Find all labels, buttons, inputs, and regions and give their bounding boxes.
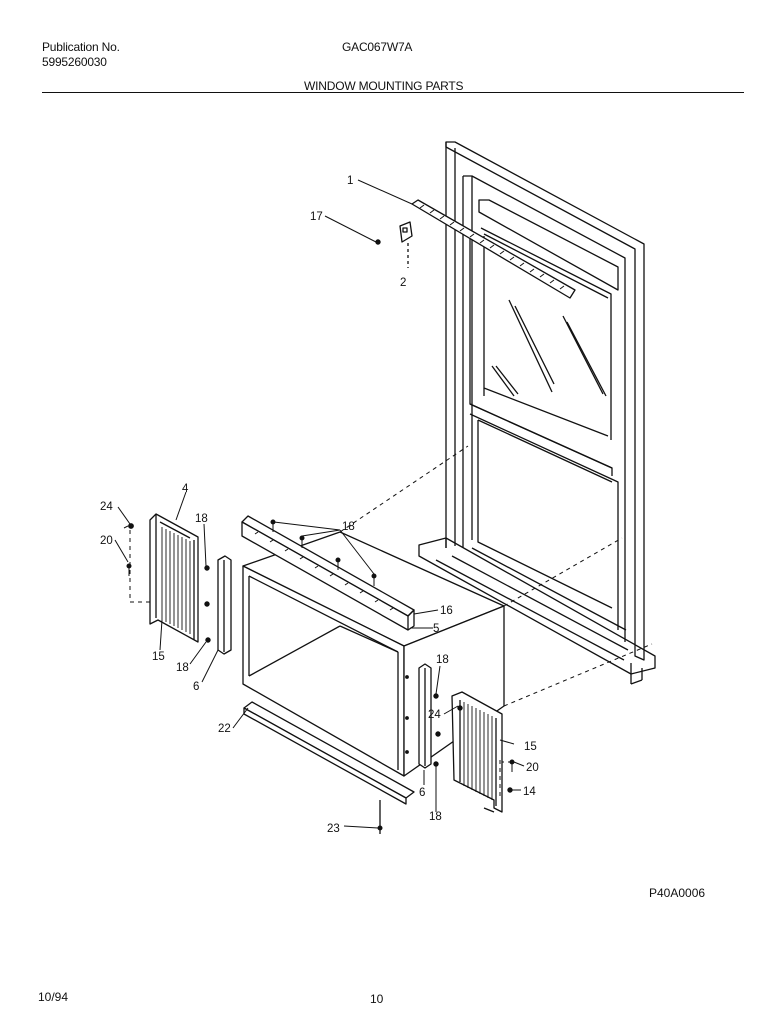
screws: [123, 239, 515, 831]
right-side-curtain: [451, 691, 503, 813]
top-channel-part-16: [241, 515, 415, 631]
callout-18-lower-left: 18: [176, 662, 189, 674]
window-frame: [418, 141, 656, 685]
top-rail-part-1: [411, 199, 576, 299]
callout-24-right: 24: [428, 709, 441, 721]
publication-number: 5995260030: [42, 55, 107, 69]
left-support-bar-part-6: [217, 555, 232, 655]
callout-20-right: 20: [526, 762, 539, 774]
callout-14: 14: [523, 786, 536, 798]
mounting-bracket-part-2: [399, 221, 413, 268]
callout-2: 2: [400, 277, 406, 289]
callout-18-upper-left: 18: [195, 513, 208, 525]
section-title: WINDOW MOUNTING PARTS: [304, 79, 464, 93]
header-rule: [42, 92, 744, 93]
callout-18-top: 18: [342, 521, 355, 533]
footer-page-number: 10: [370, 992, 384, 1006]
callout-23: 23: [327, 823, 340, 835]
callout-17: 17: [310, 211, 323, 223]
callout-6-left: 6: [193, 681, 199, 693]
callout-1: 1: [347, 175, 353, 187]
callout-18-right: 18: [436, 654, 449, 666]
callout-24-left: 24: [100, 501, 113, 513]
callout-4: 4: [182, 483, 189, 495]
right-support-bar-part-6: [418, 663, 432, 769]
callout-16: 16: [440, 605, 453, 617]
callout-15-right: 15: [524, 741, 537, 753]
callout-leaders: [114, 179, 525, 829]
callout-6-right: 6: [419, 787, 425, 799]
callout-15-left: 15: [152, 651, 165, 663]
footer-date: 10/94: [38, 990, 69, 1004]
model-number: GAC067W7A: [342, 40, 413, 54]
callout-18-bottom: 18: [429, 811, 442, 823]
callout-labels: 1 17 2 24 4 18 20 15 18 6 18 16 5 18 24 …: [100, 175, 539, 835]
callout-22: 22: [218, 723, 231, 735]
figure-reference-code: P40A0006: [649, 886, 706, 900]
left-side-curtain: [149, 513, 199, 643]
callout-5: 5: [433, 623, 439, 635]
publication-label: Publication No.: [42, 40, 120, 54]
callout-20-left: 20: [100, 535, 113, 547]
